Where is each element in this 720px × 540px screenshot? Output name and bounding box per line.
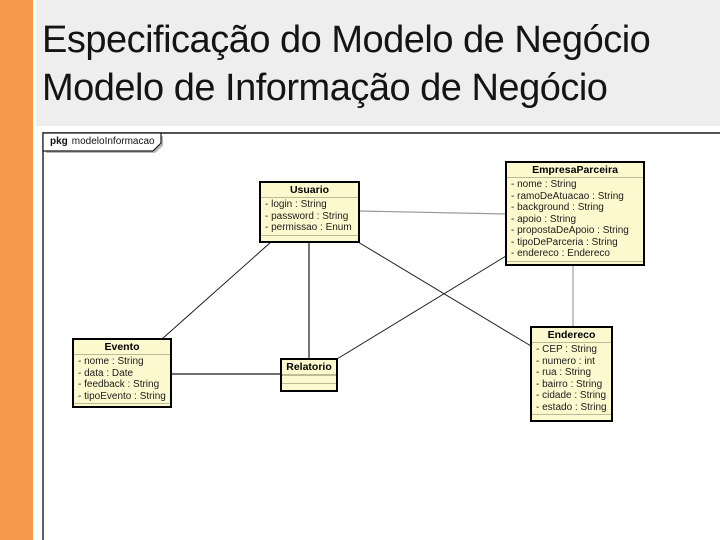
- package-keyword: pkg: [50, 136, 68, 147]
- class-evento-attributes: - nome : String - data : Date - feedback…: [74, 355, 170, 403]
- class-relatorio-attributes-empty: [282, 375, 336, 383]
- attribute: - tipoDeParceria : String: [511, 236, 618, 248]
- association-usuario-empresaparceira: [358, 210, 507, 215]
- package-tab: [42, 132, 162, 152]
- class-evento: Evento - nome : String - data : Date - f…: [72, 338, 172, 408]
- attribute: - nome : String: [78, 356, 144, 367]
- association-empresaparceira-relatorio: [336, 255, 507, 360]
- attribute: - data : Date: [78, 367, 134, 379]
- class-usuario-name: Usuario: [261, 183, 358, 198]
- attribute: - password : String: [265, 210, 349, 222]
- attribute: - endereco : Endereco: [511, 248, 610, 259]
- class-relatorio-operations-empty: [282, 382, 336, 391]
- attribute: - estado : String: [536, 401, 607, 413]
- class-evento-name: Evento: [74, 340, 170, 355]
- class-evento-operations-empty: [74, 403, 170, 406]
- class-usuario: Usuario - login : String - password : St…: [259, 181, 360, 243]
- class-endereco-name: Endereco: [532, 328, 611, 343]
- class-empresaparceira: EmpresaParceira - nome : String - ramoDe…: [505, 161, 645, 266]
- attribute: - background : String: [511, 202, 604, 213]
- attribute: - feedback : String: [78, 379, 160, 390]
- slide-title: Especificação do Modelo de Negócio Model…: [42, 16, 702, 112]
- attribute: - permissao : Enum: [265, 222, 352, 233]
- attribute: - ramoDeAtuacao : String: [511, 190, 624, 202]
- attribute: - nome : String: [511, 179, 577, 190]
- attribute: - tipoEvento : String: [78, 390, 166, 402]
- package-name: modeloInformacao: [71, 136, 155, 147]
- attribute: - CEP : String: [536, 344, 597, 355]
- accent-bar: [0, 0, 33, 540]
- class-endereco-attributes: - CEP : String - numero : int - rua : St…: [532, 343, 611, 414]
- title-line-1: Especificação do Modelo de Negócio: [42, 19, 651, 61]
- class-endereco: Endereco - CEP : String - numero : int -…: [530, 326, 613, 422]
- attribute: - rua : String: [536, 367, 592, 378]
- class-usuario-attributes: - login : String - password : String - p…: [261, 198, 358, 235]
- association-usuario-evento: [161, 241, 272, 340]
- class-usuario-operations-empty: [261, 234, 358, 242]
- class-empresaparceira-operations-empty: [507, 260, 643, 265]
- class-relatorio: Relatorio: [280, 358, 338, 392]
- attribute: - login : String: [265, 199, 327, 210]
- attribute: - bairro : String: [536, 378, 603, 390]
- attribute: - cidade : String: [536, 390, 607, 401]
- title-band: [36, 0, 720, 126]
- title-line-2: Modelo de Informação de Negócio: [42, 67, 608, 109]
- class-empresaparceira-attributes: - nome : String - ramoDeAtuacao : String…: [507, 178, 643, 261]
- class-relatorio-name: Relatorio: [282, 360, 336, 375]
- class-endereco-operations-empty: [532, 414, 611, 420]
- attribute: - propostaDeApoio : String: [511, 225, 629, 236]
- attribute: - apoio : String: [511, 213, 577, 225]
- attribute: - numero : int: [536, 355, 595, 367]
- class-empresaparceira-name: EmpresaParceira: [507, 163, 643, 178]
